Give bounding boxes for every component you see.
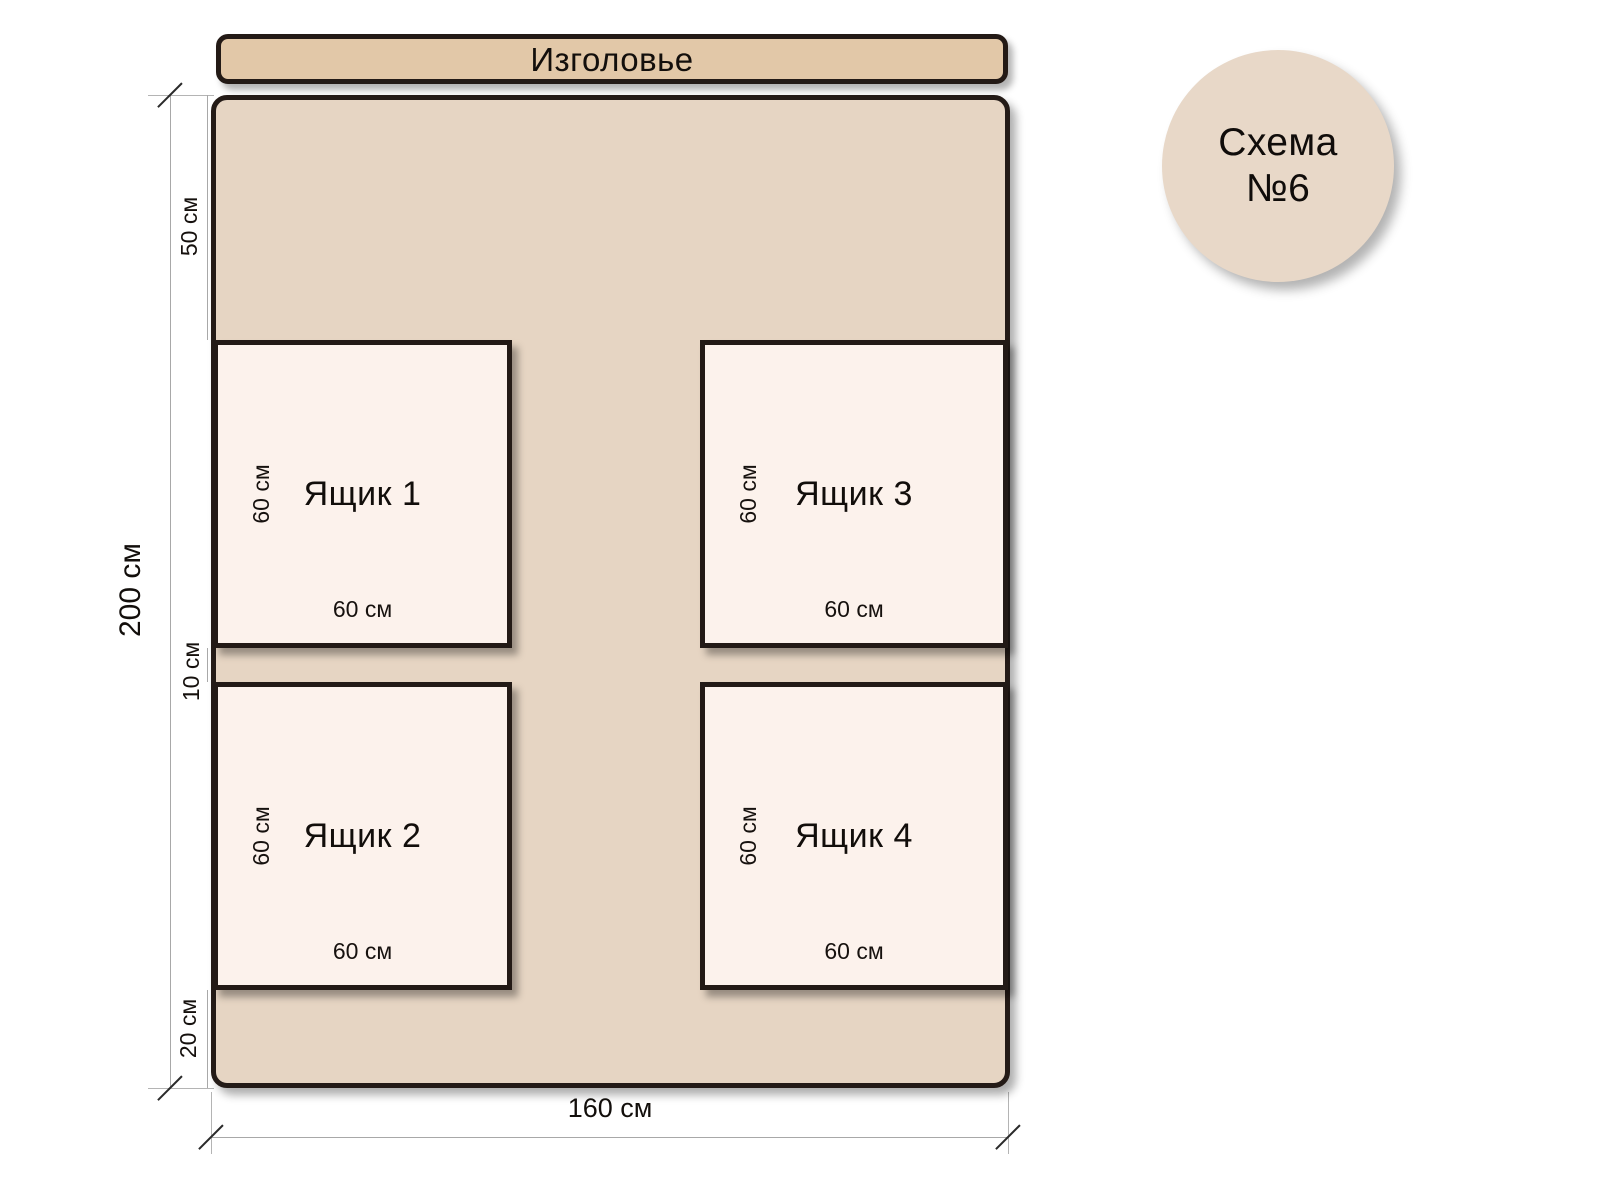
overall-height-dim-line (170, 95, 171, 1088)
segment-50-dim-label: 50 см (176, 196, 203, 257)
drawer-3-width-dim: 60 см (824, 596, 884, 622)
segment-20-dim-label: 20 см (175, 998, 202, 1059)
overall-width-dim-label: 160 см (567, 1093, 653, 1123)
drawer-3: 60 см Ящик 3 60 см (700, 340, 1008, 648)
drawer-4: 60 см Ящик 4 60 см (700, 682, 1008, 990)
drawer-2-label: Ящик 2 (303, 817, 422, 855)
overall-height-ext-top (148, 95, 214, 96)
headboard-bar: Изголовье (216, 34, 1008, 84)
drawer-2: 60 см Ящик 2 60 см (213, 682, 512, 990)
drawer-1-width-dim: 60 см (332, 596, 393, 622)
drawer-1-label: Ящик 1 (303, 475, 422, 513)
segment-20-dim-line (207, 990, 208, 1088)
segment-10-dim-label: 10 см (178, 641, 205, 702)
overall-width-dim-line (211, 1137, 1008, 1138)
segment-10-dim-line (207, 648, 208, 682)
drawer-4-label: Ящик 4 (795, 817, 913, 855)
drawer-1: 60 см Ящик 1 60 см (213, 340, 512, 648)
headboard-label: Изголовье (530, 40, 694, 78)
overall-height-dim-label: 200 см (114, 542, 148, 638)
overall-width-ext-left (211, 1092, 212, 1154)
segment-50-dim-line (207, 95, 208, 340)
overall-height-ext-bottom (148, 1088, 214, 1089)
overall-width-ext-right (1008, 1092, 1009, 1154)
drawer-3-label: Ящик 3 (795, 475, 913, 513)
scheme-badge: Схема №6 (1162, 50, 1394, 282)
scheme-badge-line-2: №6 (1245, 167, 1311, 210)
drawer-2-width-dim: 60 см (332, 938, 393, 964)
scheme-badge-line-1: Схема (1218, 120, 1338, 164)
drawer-4-width-dim: 60 см (824, 938, 884, 964)
